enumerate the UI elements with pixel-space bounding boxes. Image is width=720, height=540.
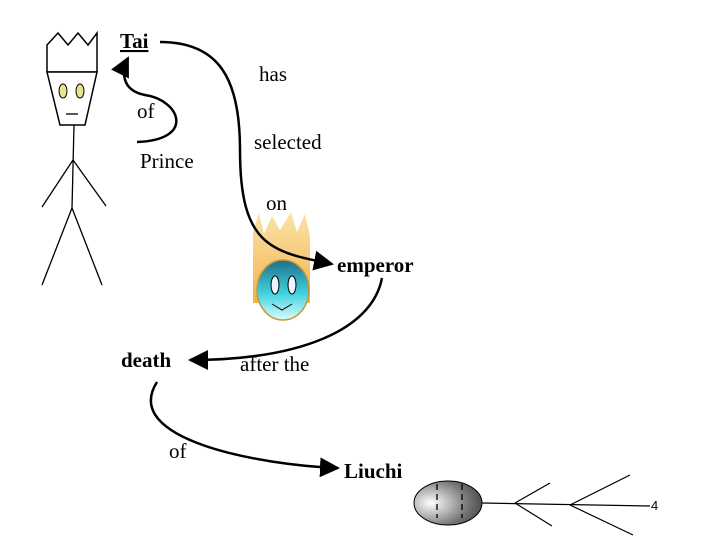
liuchi-leg-1 [569,474,631,506]
word-death: death [121,348,171,372]
word-of-2: of [169,439,187,463]
arrow-death-to-liuchi [149,381,340,478]
liuchi-arm-2 [514,502,553,527]
head-outline [46,71,98,126]
word-selected: selected [254,130,322,154]
neck-body [71,124,75,209]
emperor-right-eye-icon [287,275,297,295]
word-prince: Prince [140,149,194,173]
word-emperor: emperor [337,253,414,277]
right-eye-icon [75,83,85,99]
arrow-tai-to-emperor [159,40,334,271]
liuchi-arm-1 [514,482,551,504]
liuchi-head [413,480,483,526]
word-has: has [259,62,287,86]
arrow-prince-to-tai [111,56,178,144]
left-arm [41,159,74,208]
left-eye-icon [58,83,68,99]
liuchi-body [481,502,651,507]
liuchi-leg-2 [569,504,634,536]
liuchi-fallen-figure [413,474,651,536]
prince-stick-figure [41,30,107,286]
slide-page-number: 4 [651,498,658,513]
right-arm [72,159,107,207]
emperor-face [256,259,310,321]
word-after-the: after the [240,352,309,376]
word-liuchi: Liuchi [344,459,403,483]
word-tai: Tai [120,29,149,53]
left-leg [41,207,73,286]
word-on: on [266,191,288,215]
emperor-left-eye-icon [270,275,280,295]
word-of-1: of [137,99,155,123]
emperor-mouth [271,303,293,311]
right-leg [71,207,103,286]
crown-icon [46,30,98,73]
emperor-flame-figure [253,212,310,321]
arrow-emperor-to-death [188,277,384,370]
